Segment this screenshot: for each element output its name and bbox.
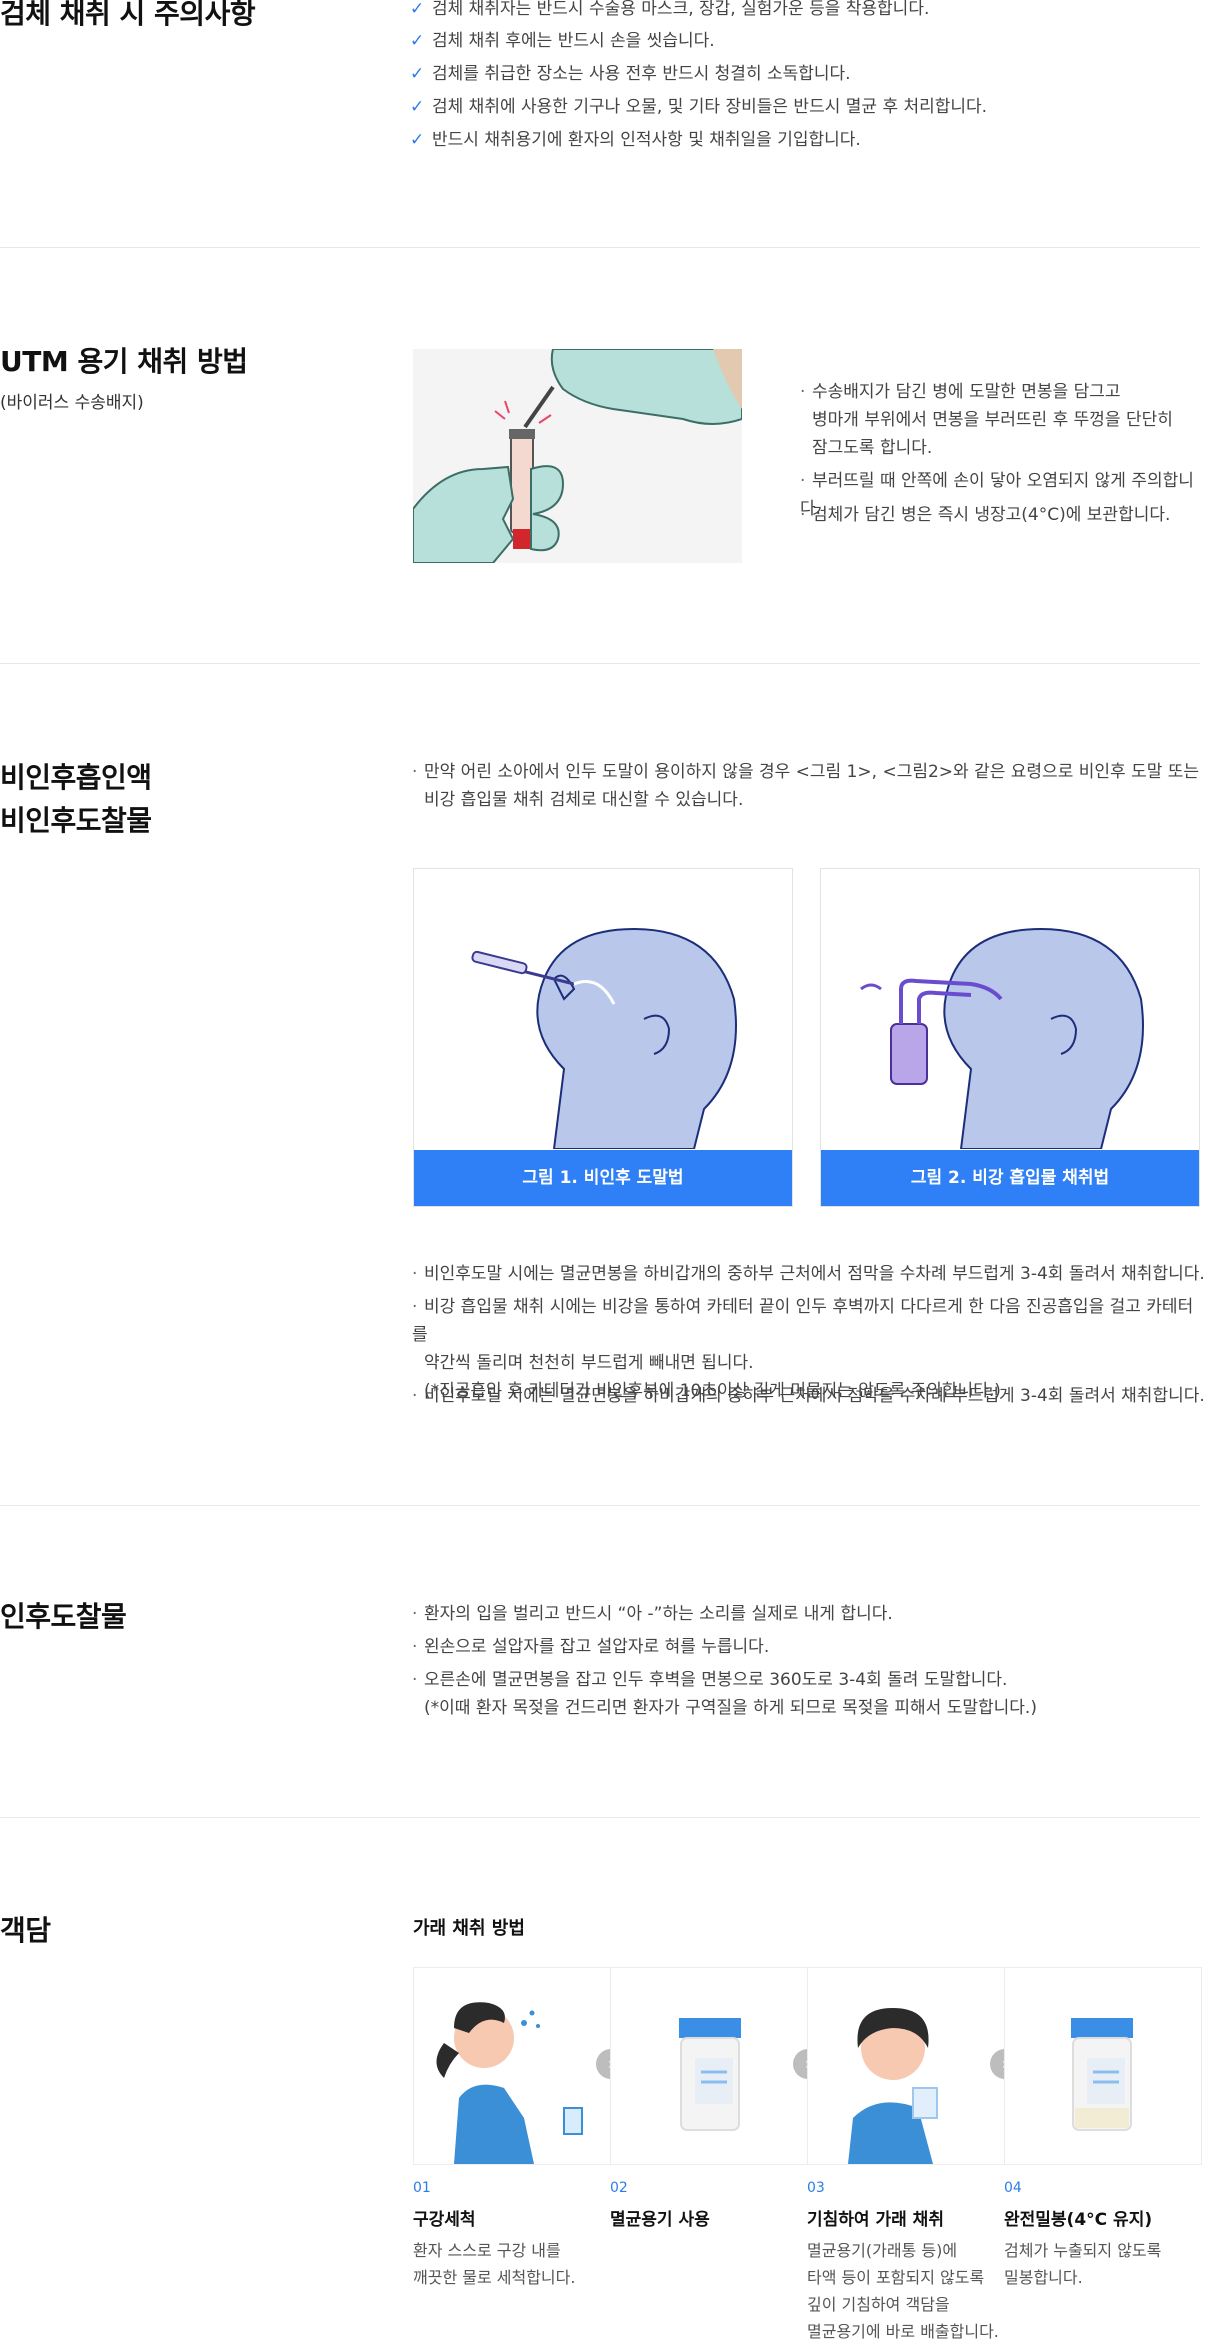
step-4-image xyxy=(1004,1967,1202,2165)
section-divider xyxy=(0,247,1200,248)
check-icon: ✓ xyxy=(410,0,425,19)
list-item: ✓검체 채취자는 반드시 수술용 마스크, 장갑, 실험가운 등을 착용합니다. xyxy=(410,0,929,21)
section-title-nasopharyngeal-swab: 비인후도찰물 xyxy=(0,804,152,837)
step-4-title: 완전밀봉(4°C 유지) xyxy=(1004,2210,1153,2230)
list-item: ·부러뜨릴 때 안쪽에 손이 닿아 오염되지 않게 주의합니다. xyxy=(800,471,1194,519)
step-2-title: 멸균용기 사용 xyxy=(610,2210,710,2230)
list-item: ✓검체를 취급한 장소는 사용 전후 반드시 청결히 소독합니다. xyxy=(410,64,851,84)
nasopharyngeal-swab-illustration xyxy=(471,927,737,1150)
check-icon: ✓ xyxy=(410,97,425,117)
section-subtitle: (바이러스 수송배지) xyxy=(0,393,144,413)
step-3-number: 03 xyxy=(807,2180,825,2196)
check-icon: ✓ xyxy=(410,64,425,84)
check-icon: ✓ xyxy=(410,130,425,150)
step-4-number: 04 xyxy=(1004,2180,1022,2196)
section-title-nasopharyngeal-aspirate: 비인후흡인액 xyxy=(0,761,152,794)
check-icon: ✓ xyxy=(410,31,425,51)
list-item: ·검체가 담긴 병은 즉시 냉장고(4°C)에 보관합니다. xyxy=(800,505,1171,525)
list-item: ✓검체 채취 후에는 반드시 손을 씻습니다. xyxy=(410,31,715,51)
nasal-aspirate-illustration xyxy=(860,927,1144,1150)
step-2-number: 02 xyxy=(610,2180,628,2196)
utm-illustration xyxy=(413,349,742,563)
section-title-throat-swab: 인후도찰물 xyxy=(0,1600,127,1633)
list-item: ·비인후도말 시에는 멸균면봉을 하비갑개의 중하부 근처에서 점막을 수차례 … xyxy=(412,1264,1205,1284)
section-title-precautions: 검체 채취 시 주의사항 xyxy=(0,0,256,30)
list-item: ·오른손에 멸균면봉을 잡고 인두 후벽을 면봉으로 360도로 3-4회 돌려… xyxy=(412,1670,1037,1718)
list-item: ·비강 흡입물 채취 시에는 비강을 통하여 카테터 끝이 인두 후벽까지 다다… xyxy=(412,1297,1194,1401)
step-1-image xyxy=(413,1967,611,2165)
section-divider xyxy=(0,663,1200,664)
step-3-description: 멸균용기(가래통 등)에 타액 등이 포함되지 않도록 깊이 기침하여 객담을 … xyxy=(807,2241,999,2341)
intro-text: ·만약 어린 소아에서 인두 도말이 용이하지 않을 경우 <그림 1>, <그… xyxy=(412,762,1200,810)
section-divider xyxy=(0,1817,1200,1818)
sputum-method-title: 가래 채취 방법 xyxy=(413,1918,525,1939)
step-2-image xyxy=(610,1967,808,2165)
step-3-image xyxy=(807,1967,1005,2165)
list-item: ·비인후도말 시에는 멸균면봉을 하비갑개의 중하부 근처에서 점막을 수차례 … xyxy=(412,1386,1205,1406)
step-3-title: 기침하여 가래 채취 xyxy=(807,2210,944,2230)
step-1-description: 환자 스스로 구강 내를 깨끗한 물로 세척합니다. xyxy=(413,2241,576,2287)
step-4-description: 검체가 누출되지 않도록 밀봉합니다. xyxy=(1004,2241,1162,2287)
step-1-number: 01 xyxy=(413,2180,431,2196)
list-item: ·왼손으로 설압자를 잡고 설압자로 혀를 누릅니다. xyxy=(412,1637,770,1657)
figure-1-caption: 그림 1. 비인후 도말법 xyxy=(414,1150,792,1206)
section-title-sputum: 객담 xyxy=(0,1914,51,1947)
step-1-title: 구강세척 xyxy=(413,2210,476,2230)
figure-2: 그림 2. 비강 흡입물 채취법 xyxy=(820,868,1200,1207)
figure-1: 그림 1. 비인후 도말법 xyxy=(413,868,793,1207)
list-item: ·수송배지가 담긴 병에 도말한 면봉을 담그고 병마개 부위에서 면봉을 부러… xyxy=(800,382,1173,458)
list-item: ✓검체 채취에 사용한 기구나 오물, 및 기타 장비들은 반드시 멸균 후 처… xyxy=(410,97,988,117)
list-item: ✓반드시 채취용기에 환자의 인적사항 및 채취일을 기입합니다. xyxy=(410,130,861,150)
section-divider xyxy=(0,1505,1200,1506)
section-title-utm: UTM 용기 채취 방법 xyxy=(0,345,248,378)
list-item: ·환자의 입을 벌리고 반드시 “아 -”하는 소리를 실제로 내게 합니다. xyxy=(412,1604,893,1624)
figure-2-caption: 그림 2. 비강 흡입물 채취법 xyxy=(821,1150,1199,1206)
